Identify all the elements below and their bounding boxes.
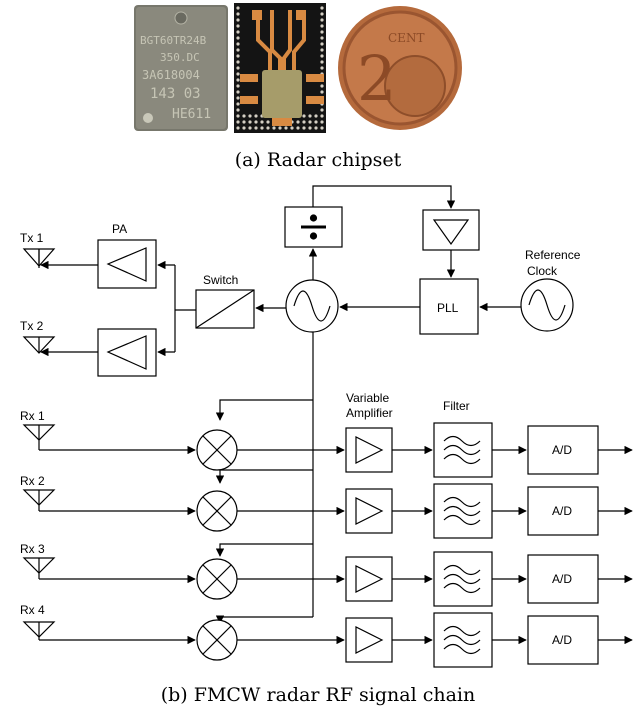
- rx-chain-3: [24, 552, 632, 606]
- rx-antenna-3: [24, 558, 54, 579]
- variable-amplifier-3: [346, 557, 392, 601]
- mixer-3: [197, 559, 237, 599]
- mixer-2: [197, 491, 237, 531]
- adc-label-3: A/D: [552, 572, 572, 586]
- switch-block: [196, 290, 254, 328]
- frequency-divider-block: [285, 207, 342, 247]
- reference-clock-oscillator: [521, 279, 573, 331]
- rx-antenna-4: [24, 622, 54, 640]
- rx3-label: Rx 3: [20, 542, 45, 556]
- power-amplifier-2: [98, 329, 156, 376]
- rx-chain-1: [24, 423, 632, 477]
- filter-3: [434, 552, 492, 606]
- variable-amplifier-4: [346, 618, 392, 662]
- adc-label-4: A/D: [552, 633, 572, 647]
- rx-chain-2: [24, 484, 632, 538]
- filter-label: Filter: [443, 399, 470, 413]
- variable-amplifier-label-line-1: Variable: [346, 391, 389, 405]
- rx4-label: Rx 4: [20, 603, 45, 617]
- caption-rf-signal-chain: (b) FMCW radar RF signal chain: [0, 684, 636, 706]
- buffer-amplifier-block: [423, 210, 479, 250]
- variable-amplifier-2: [346, 489, 392, 533]
- pll-label: PLL: [437, 301, 459, 315]
- pa-label: PA: [112, 222, 127, 236]
- tx1-label: Tx 1: [20, 231, 44, 245]
- mixer-4: [197, 620, 237, 660]
- adc-label-2: A/D: [552, 504, 572, 518]
- rx-antenna-1: [24, 425, 54, 450]
- rx1-label: Rx 1: [20, 409, 45, 423]
- adc-label-1: A/D: [552, 443, 572, 457]
- vco-oscillator: [286, 280, 338, 332]
- filter-1: [434, 423, 492, 477]
- filter-4: [434, 613, 492, 667]
- rx-chain-4: [24, 613, 632, 667]
- reference-clock-label-line-2: Clock: [527, 264, 558, 278]
- power-amplifier-1: [98, 240, 156, 288]
- tx2-label: Tx 2: [20, 319, 44, 333]
- switch-label: Switch: [203, 273, 238, 287]
- tx-antenna-2: [24, 337, 54, 353]
- filter-2: [434, 484, 492, 538]
- reference-clock-label-line-1: Reference: [525, 248, 581, 262]
- variable-amplifier-label-line-2: Amplifier: [346, 406, 393, 420]
- rx2-label: Rx 2: [20, 474, 45, 488]
- mixer-1: [197, 430, 237, 470]
- variable-amplifier-1: [346, 428, 392, 472]
- rx-antenna-2: [24, 490, 54, 511]
